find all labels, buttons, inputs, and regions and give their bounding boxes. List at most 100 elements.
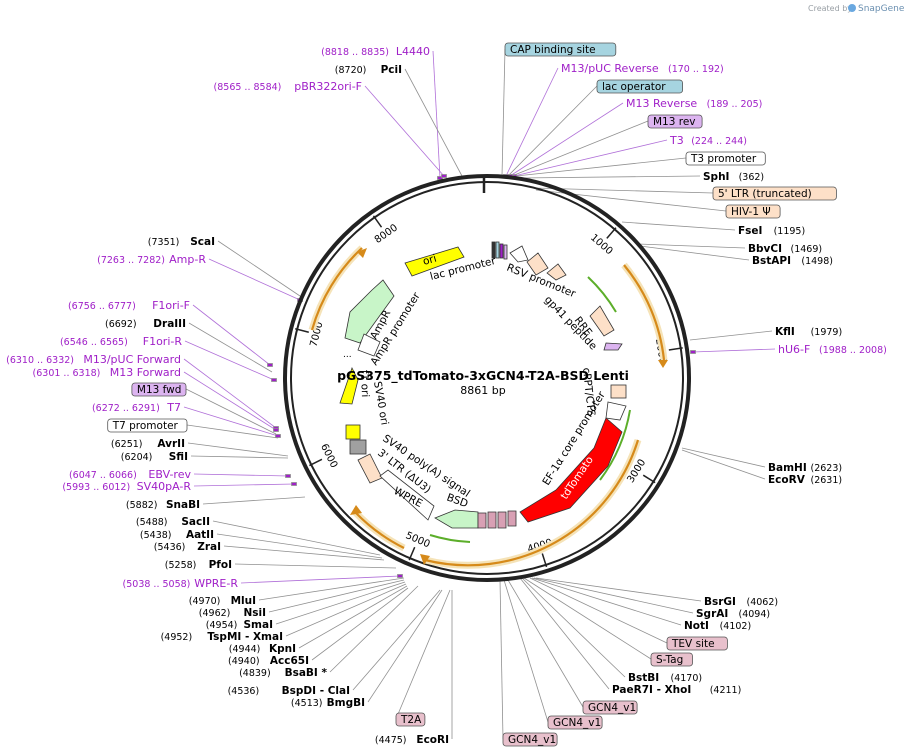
feature-label-t2a[interactable]: T2A <box>395 712 426 727</box>
feature-label-bamhi[interactable]: (2623)BamHI <box>768 462 842 474</box>
feature-coord: (7351) <box>148 237 180 248</box>
feature-label-gcn4-v1[interactable]: GCN4_v1 <box>582 700 638 715</box>
feature-label-fsei[interactable]: (1195)FseI <box>738 225 805 237</box>
feature-label-kpni[interactable]: (4944)KpnI <box>229 643 296 655</box>
leader-line <box>531 577 682 626</box>
ef1a-feature <box>605 401 627 421</box>
feature-label-acc65i[interactable]: (4940)Acc65I <box>228 655 309 667</box>
feature-label-pcii[interactable]: (8720)PciI <box>335 64 402 76</box>
feature-label-gcn4-v1[interactable]: GCN4_v1 <box>547 715 603 730</box>
feature-label-l4440[interactable]: (8818 .. 8835)L4440 <box>321 45 430 58</box>
feature-label-f1ori-f[interactable]: (6756 .. 6777)F1ori-F <box>68 299 190 312</box>
leader-line <box>519 175 701 179</box>
leader-line <box>183 371 277 431</box>
feature-name: PciI <box>381 64 402 76</box>
leader-line <box>192 304 271 366</box>
feature-label-kfli[interactable]: (1979)KflI <box>775 326 842 338</box>
feature-box-m13-rev <box>647 114 703 129</box>
feature-label-bstapi[interactable]: (1498)BstAPI <box>752 255 833 267</box>
feature-label-tspmi-xmai[interactable]: (4952)TspMI - XmaI <box>161 631 283 643</box>
feature-name: BmgBI <box>327 697 365 709</box>
leader-line <box>513 139 668 177</box>
feature-label-bstbi[interactable]: (4170)BstBI <box>628 672 702 684</box>
feature-name: L4440 <box>396 45 430 58</box>
feature-label-tev-site[interactable]: TEV site <box>666 636 728 651</box>
feature-label-bsabi[interactable]: (4839)BsaBI * <box>239 667 327 679</box>
scale-tick-mark <box>372 215 383 228</box>
brand-created-by: Created by <box>808 4 852 13</box>
feature-label-f1ori-r[interactable]: (6546 .. 6565)F1ori-R <box>60 335 182 348</box>
feature-label-bsrgi[interactable]: (4062)BsrGI <box>704 596 778 608</box>
feature-label-gcn4-v1[interactable]: GCN4_v1 <box>502 732 558 747</box>
feature-label-ecorv[interactable]: (2631)EcoRV <box>768 474 842 486</box>
sv40-ori-feature <box>345 424 361 440</box>
feature-label-t3-promoter[interactable]: T3 promoter <box>685 151 766 166</box>
feature-coord: (5993 .. 6012) <box>62 482 130 493</box>
feature-label-ebv-rev[interactable]: (6047 .. 6066)EBV-rev <box>69 468 192 481</box>
feature-label-snabi[interactable]: (5882)SnaBI <box>126 499 200 511</box>
feature-box-t3-promoter <box>685 151 766 166</box>
feature-label-mlui[interactable]: (4970)MluI <box>189 595 256 607</box>
feature-label-amp-r[interactable]: (7263 .. 7282)Amp-R <box>97 253 206 266</box>
feature-name: KflI <box>775 326 795 338</box>
feature-name: pBR322ori-F <box>294 80 362 93</box>
feature-label-cap-binding-site[interactable]: CAP binding site <box>504 42 617 57</box>
feature-label-smai[interactable]: (4954)SmaI <box>206 619 273 631</box>
leader-line <box>208 258 301 301</box>
tdtomato-feature <box>519 417 623 523</box>
feature-coord: (4962) <box>199 608 231 619</box>
feature-label-5-ltr-truncated[interactable]: 5' LTR (truncated) <box>712 186 837 201</box>
leader-line <box>183 358 277 429</box>
feature-label-wpre-r[interactable]: (5038 .. 5058)WPRE-R <box>123 577 239 590</box>
feature-label-sgrai[interactable]: (4094)SgrAI <box>696 608 770 620</box>
feature-label-ecori[interactable]: (4475)EcoRI <box>375 734 449 746</box>
feature-label-sv40pa-r[interactable]: (5993 .. 6012)SV40pA-R <box>62 480 191 493</box>
feature-label-bmgbi[interactable]: (4513)BmgBI <box>291 697 365 709</box>
feature-label-bspdi-clai[interactable]: (4536)BspDI - ClaI <box>228 685 350 697</box>
feature-label-sphi[interactable]: (362)SphI <box>703 171 764 183</box>
feature-label-zrai[interactable]: (5436)ZraI <box>154 541 221 553</box>
feature-label-m13-fwd[interactable]: M13 fwd <box>131 382 187 397</box>
feature-label-noti[interactable]: (4102)NotI <box>684 620 751 632</box>
feature-label-bbvci[interactable]: (1469)BbvCI <box>748 243 822 255</box>
feature-label-m13-puc-forward[interactable]: (6310 .. 6332)M13/pUC Forward <box>6 353 181 366</box>
feature-coord: (224 .. 244) <box>691 136 747 147</box>
feature-label-hiv-1[interactable]: HIV-1 Ψ <box>725 204 781 219</box>
feature-label-pbr322ori-f[interactable]: (8565 .. 8584)pBR322ori-F <box>214 80 362 93</box>
feature-name: MluI <box>231 595 256 607</box>
f1-ori-feature <box>339 366 359 405</box>
feature-label-s-tag[interactable]: S-Tag <box>650 652 693 667</box>
feature-label-m13-reverse[interactable]: (189 .. 205)M13 Reverse <box>626 97 762 110</box>
feature-label-nsii[interactable]: (4962)NsiI <box>199 607 266 619</box>
feature-label-scai[interactable]: (7351)ScaI <box>148 236 215 248</box>
leader-line <box>681 449 766 480</box>
feature-name: lac operator <box>602 81 666 93</box>
feature-label-m13-puc-reverse[interactable]: (170 .. 192)M13/pUC Reverse <box>561 62 724 75</box>
feature-label-aatii[interactable]: (5438)AatII <box>140 529 214 541</box>
feature-label-avrii[interactable]: (6251)AvrII <box>111 438 185 450</box>
feature-label-m13-rev[interactable]: M13 rev <box>647 114 703 129</box>
feature-label-pfoi[interactable]: (5258)PfoI <box>165 559 232 571</box>
snapgene-brand: Created by SnapGene <box>808 4 905 14</box>
feature-label-t7-promoter[interactable]: T7 promoter <box>107 418 188 433</box>
feature-label-t7[interactable]: (6272 .. 6291)T7 <box>92 401 181 414</box>
scale-tick-mark <box>668 347 683 351</box>
feature-name: CAP binding site <box>510 44 596 56</box>
feature-name: TEV site <box>671 638 715 650</box>
feature-label-t3[interactable]: (224 .. 244)T3 <box>669 134 747 147</box>
feature-label-m13-forward[interactable]: (6301 .. 6318)M13 Forward <box>33 366 181 379</box>
leader-line <box>507 579 584 708</box>
feature-coord: (362) <box>739 172 765 183</box>
feature-label-lac-operator[interactable]: lac operator <box>596 79 683 94</box>
feature-name: T7 promoter <box>112 420 179 432</box>
feature-label-draiii[interactable]: (6692)DraIII <box>105 318 186 330</box>
feature-label-sfii[interactable]: (6204)SfiI <box>121 451 188 463</box>
f1-ori-label: f1 ori <box>358 370 371 398</box>
leader-line <box>501 48 506 177</box>
leader-line <box>507 85 598 177</box>
feature-label-paer7i-xhoi[interactable]: (4211)PaeR7I - XhoI <box>612 684 741 696</box>
leader-line <box>193 473 289 477</box>
primer-site-marker <box>267 363 273 367</box>
feature-label-sacii[interactable]: (5488)SacII <box>136 516 210 528</box>
feature-label-hu6-f[interactable]: (1988 .. 2008)hU6-F <box>778 343 887 356</box>
